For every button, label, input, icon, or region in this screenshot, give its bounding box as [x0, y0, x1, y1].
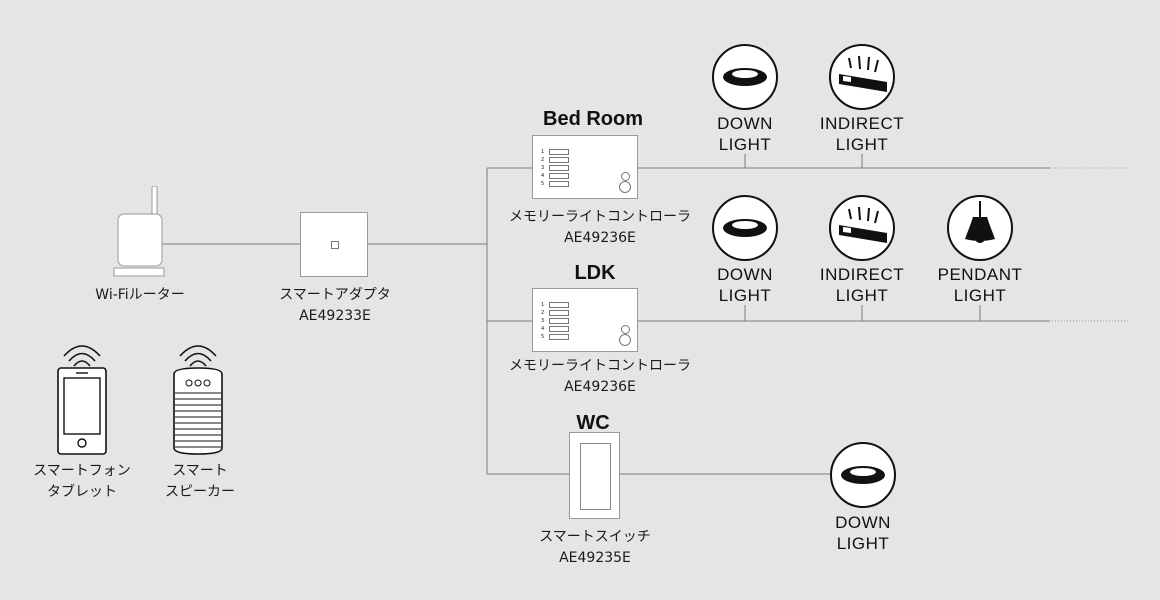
router-label: Wi-Fiルーター [95, 287, 185, 303]
room-title-wc: WC [576, 412, 610, 434]
scene-button [549, 165, 569, 171]
scene-button [549, 310, 569, 316]
scene-button [549, 334, 569, 340]
ldk-downlight-label: DOWN LIGHT [717, 265, 773, 305]
scene-button [549, 318, 569, 324]
controller-sensor [621, 172, 630, 181]
wc-downlight-label: DOWN LIGHT [835, 513, 891, 553]
adapter-port [331, 241, 339, 249]
smartphone-icon [57, 345, 107, 455]
memory-light-controller-ldk: 1 2 3 4 5 [532, 288, 638, 352]
wifi-router [112, 185, 166, 278]
pendant-light-icon [947, 195, 1013, 261]
button-number: 4 [541, 326, 545, 332]
downlight-icon [830, 442, 896, 508]
bedroom-downlight-label: DOWN LIGHT [717, 114, 773, 154]
speaker-label: スマート スピーカー [165, 463, 235, 500]
scene-button [549, 302, 569, 308]
button-number: 5 [541, 181, 545, 187]
button-number: 3 [541, 318, 545, 324]
bedroom-controller-label: メモリーライトコントローラ AE49236E [509, 209, 691, 246]
scene-button [549, 149, 569, 155]
scene-button [549, 181, 569, 187]
switch-rocker [580, 443, 611, 510]
controller-dial [619, 334, 631, 346]
button-number: 2 [541, 310, 545, 316]
room-title-bedroom: Bed Room [543, 108, 643, 130]
button-number: 2 [541, 157, 545, 163]
smart-adapter [300, 212, 368, 277]
smartphone [56, 330, 108, 456]
controller-button-panel: 1 2 3 4 5 [541, 148, 571, 188]
downlight-icon [712, 195, 778, 261]
controller-dial [619, 181, 631, 193]
scene-button [549, 157, 569, 163]
button-number: 3 [541, 165, 545, 171]
controller-sensor [621, 325, 630, 334]
downlight-icon [712, 44, 778, 110]
ldk-indirect-label: INDIRECT LIGHT [819, 265, 905, 305]
bedroom-indirect-label: INDIRECT LIGHT [819, 114, 905, 154]
button-number: 1 [541, 149, 545, 155]
button-number: 5 [541, 334, 545, 340]
adapter-label: スマートアダプタ AE49233E [279, 287, 391, 324]
ldk-controller-label: メモリーライトコントローラ AE49236E [509, 358, 691, 395]
smart-speaker-icon [173, 345, 223, 455]
memory-light-controller-bedroom: 1 2 3 4 5 [532, 135, 638, 199]
button-number: 4 [541, 173, 545, 179]
smart-switch [569, 432, 620, 519]
indirect-light-icon [829, 195, 895, 261]
router-icon [113, 185, 165, 277]
scene-button [549, 326, 569, 332]
ldk-pendant-label: PENDANT LIGHT [937, 265, 1023, 305]
room-title-ldk: LDK [574, 262, 616, 284]
smartphone-label: スマートフォン タブレット [33, 463, 131, 500]
smart-speaker [170, 330, 226, 456]
controller-button-panel: 1 2 3 4 5 [541, 301, 571, 341]
indirect-light-icon [829, 44, 895, 110]
button-number: 1 [541, 302, 545, 308]
switch-label: スマートスイッチ AE49235E [539, 529, 651, 566]
scene-button [549, 173, 569, 179]
